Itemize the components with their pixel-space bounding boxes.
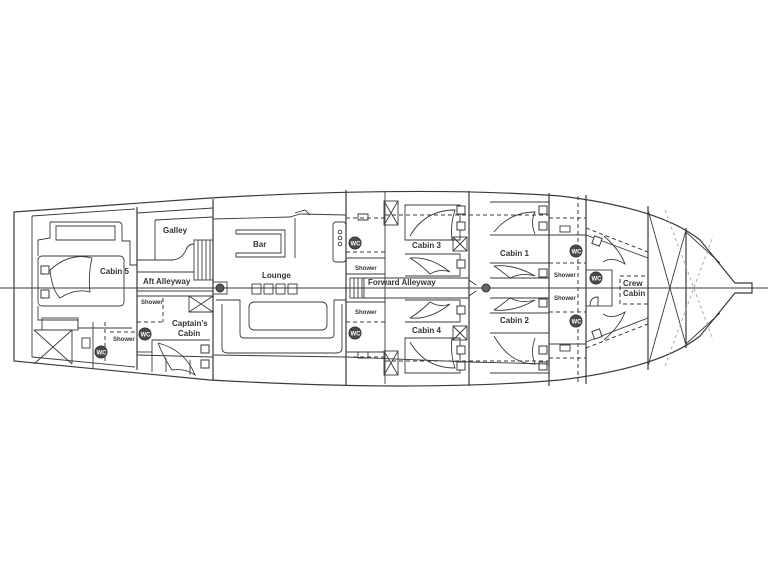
hull-outline xyxy=(13,190,753,387)
crew-cabin: WC Crew Cabin xyxy=(585,227,649,349)
cabin-1: Cabin 1 xyxy=(469,201,550,279)
label-cabin-3: Cabin 3 xyxy=(412,241,441,250)
label-lounge: Lounge xyxy=(262,271,291,280)
galley: Galley xyxy=(136,207,214,281)
svg-text:WC: WC xyxy=(351,332,362,338)
label-bar: Bar xyxy=(253,240,266,249)
wc-icon: WC xyxy=(348,236,362,250)
wc-icon: WC xyxy=(569,314,583,328)
captains-cabin: Shower WC Captain's Cabin xyxy=(137,295,214,377)
lounge-bar: Bar Lounge xyxy=(212,209,347,354)
stairs-icon xyxy=(193,239,214,281)
svg-text:WC: WC xyxy=(351,242,362,248)
cabin-2: Cabin 2 xyxy=(469,297,550,374)
aft-alleyway: Aft Alleyway xyxy=(137,271,213,292)
label-crew-cabin-2: Cabin xyxy=(623,289,645,298)
cabin-heads: WC Shower Shower WC xyxy=(549,196,586,384)
svg-text:WC: WC xyxy=(572,320,583,326)
bar-stools xyxy=(251,283,298,295)
label-shower-cabin5: Shower xyxy=(113,337,135,343)
wc-icon: WC xyxy=(569,244,583,258)
svg-text:WC: WC xyxy=(97,351,108,357)
forward-alleyway: Forward Alleyway xyxy=(349,277,491,299)
label-cabin-2: Cabin 2 xyxy=(500,316,529,325)
label-captains-cabin-1: Captain's xyxy=(172,319,208,328)
svg-text:WC: WC xyxy=(572,250,583,256)
label-forward-alleyway: Forward Alleyway xyxy=(368,278,436,287)
label-shower-starboard: Shower xyxy=(355,310,377,316)
label-shower-cabin2: Shower xyxy=(554,296,576,302)
svg-text:WC: WC xyxy=(141,333,152,339)
wc-icon: WC xyxy=(138,327,152,341)
label-shower-cabin1: Shower xyxy=(554,273,576,279)
cabin-4: Cabin 4 xyxy=(383,299,469,376)
wc-icon: WC xyxy=(589,271,603,285)
bow-bracing xyxy=(647,209,721,367)
cabin-5: Cabin 5 Shower WC xyxy=(33,221,137,368)
cabin-3: Cabin 3 xyxy=(383,200,469,277)
svg-text:WC: WC xyxy=(592,277,603,283)
label-captains-cabin-2: Cabin xyxy=(178,329,200,338)
inner-hull-line xyxy=(31,208,136,368)
label-aft-alleyway: Aft Alleyway xyxy=(143,277,191,286)
label-shower-captain: Shower xyxy=(141,300,163,306)
label-galley: Galley xyxy=(163,226,188,235)
wc-icon: WC xyxy=(348,326,362,340)
label-cabin-1: Cabin 1 xyxy=(500,249,529,258)
label-crew-cabin-1: Crew xyxy=(623,279,643,288)
label-cabin-4: Cabin 4 xyxy=(412,326,441,335)
stern-bottom-sections xyxy=(136,354,550,375)
wc-icon: WC xyxy=(94,345,108,359)
label-shower-port: Shower xyxy=(355,266,377,272)
label-cabin-5: Cabin 5 xyxy=(100,267,129,276)
